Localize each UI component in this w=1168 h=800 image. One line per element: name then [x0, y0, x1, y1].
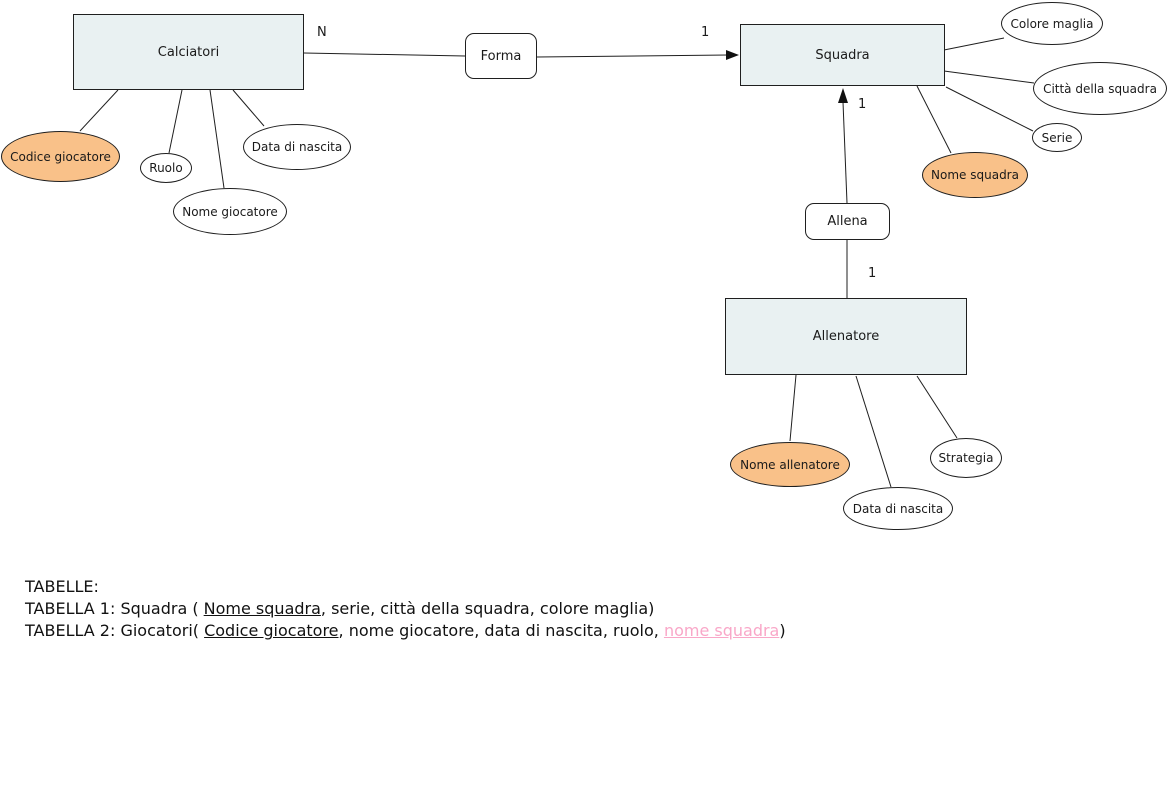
tables-note: TABELLE: TABELLA 1: Squadra ( Nome squad…	[25, 576, 786, 642]
entity-squadra: Squadra	[740, 24, 945, 86]
edge-calciatori-codice-giocatore	[79, 89, 119, 132]
attribute-strategia: Strategia	[930, 438, 1002, 478]
tables-note-heading: TABELLE:	[25, 577, 99, 596]
edge-calciatori-data-di-nascita	[232, 89, 265, 127]
attribute-serie: Serie	[1032, 123, 1082, 152]
cardinality-allena-allenatore: 1	[868, 266, 877, 281]
table2-prefix: TABELLA 2: Giocatori(	[25, 621, 205, 640]
attribute-data-di-nascita-allenatore: Data di nascita	[843, 487, 953, 530]
relationship-forma: Forma	[465, 33, 537, 79]
table1-primary-key: Nome squadra	[203, 599, 321, 618]
table2-primary-key: Codice giocatore	[204, 621, 339, 640]
attribute-nome-giocatore: Nome giocatore	[173, 188, 287, 235]
edge-squadra-serie	[945, 86, 1034, 132]
edge-squadra-colore-maglia	[943, 37, 1005, 51]
attribute-ruolo: Ruolo	[140, 153, 192, 183]
table2-suffix: )	[779, 621, 786, 640]
edge-squadra-citta	[943, 70, 1035, 84]
attribute-codice-giocatore: Codice giocatore	[1, 131, 120, 182]
attribute-data-di-nascita-calciatori: Data di nascita	[243, 124, 351, 170]
edge-allenatore-strategia	[916, 375, 958, 439]
entity-calciatori: Calciatori	[73, 14, 304, 90]
edge-calciatori-forma	[303, 52, 466, 57]
edge-allenatore-data-di-nascita	[855, 375, 892, 488]
arrowhead-forma-squadra	[726, 50, 739, 60]
edge-allena-squadra	[842, 101, 848, 204]
attribute-colore-maglia: Colore maglia	[1001, 2, 1103, 45]
cardinality-forma-squadra: 1	[701, 25, 710, 40]
table2-middle: , nome giocatore, data di nascita, ruolo…	[338, 621, 664, 640]
edge-squadra-nome-squadra	[916, 85, 952, 154]
table2-foreign-key: nome squadra	[663, 621, 780, 640]
cardinality-allena-squadra: 1	[858, 97, 867, 112]
cardinality-calciatori-forma: N	[317, 25, 327, 40]
attribute-nome-squadra: Nome squadra	[922, 152, 1028, 198]
attribute-citta-della-squadra: Città della squadra	[1033, 62, 1167, 115]
tables-note-table1: TABELLA 1: Squadra ( Nome squadra, serie…	[25, 598, 786, 620]
relationship-allena: Allena	[805, 203, 890, 240]
edge-calciatori-nome-giocatore	[209, 89, 225, 189]
tables-note-table2: TABELLA 2: Giocatori( Codice giocatore, …	[25, 620, 786, 642]
edge-allenatore-nome-allenatore	[789, 374, 797, 442]
arrowhead-allena-squadra	[838, 88, 848, 103]
edge-calciatori-ruolo	[168, 89, 183, 154]
table1-prefix: TABELLA 1: Squadra (	[25, 599, 204, 618]
attribute-nome-allenatore: Nome allenatore	[730, 442, 850, 487]
edge-forma-squadra	[536, 54, 729, 58]
table1-rest: , serie, città della squadra, colore mag…	[320, 599, 655, 618]
entity-allenatore: Allenatore	[725, 298, 967, 375]
